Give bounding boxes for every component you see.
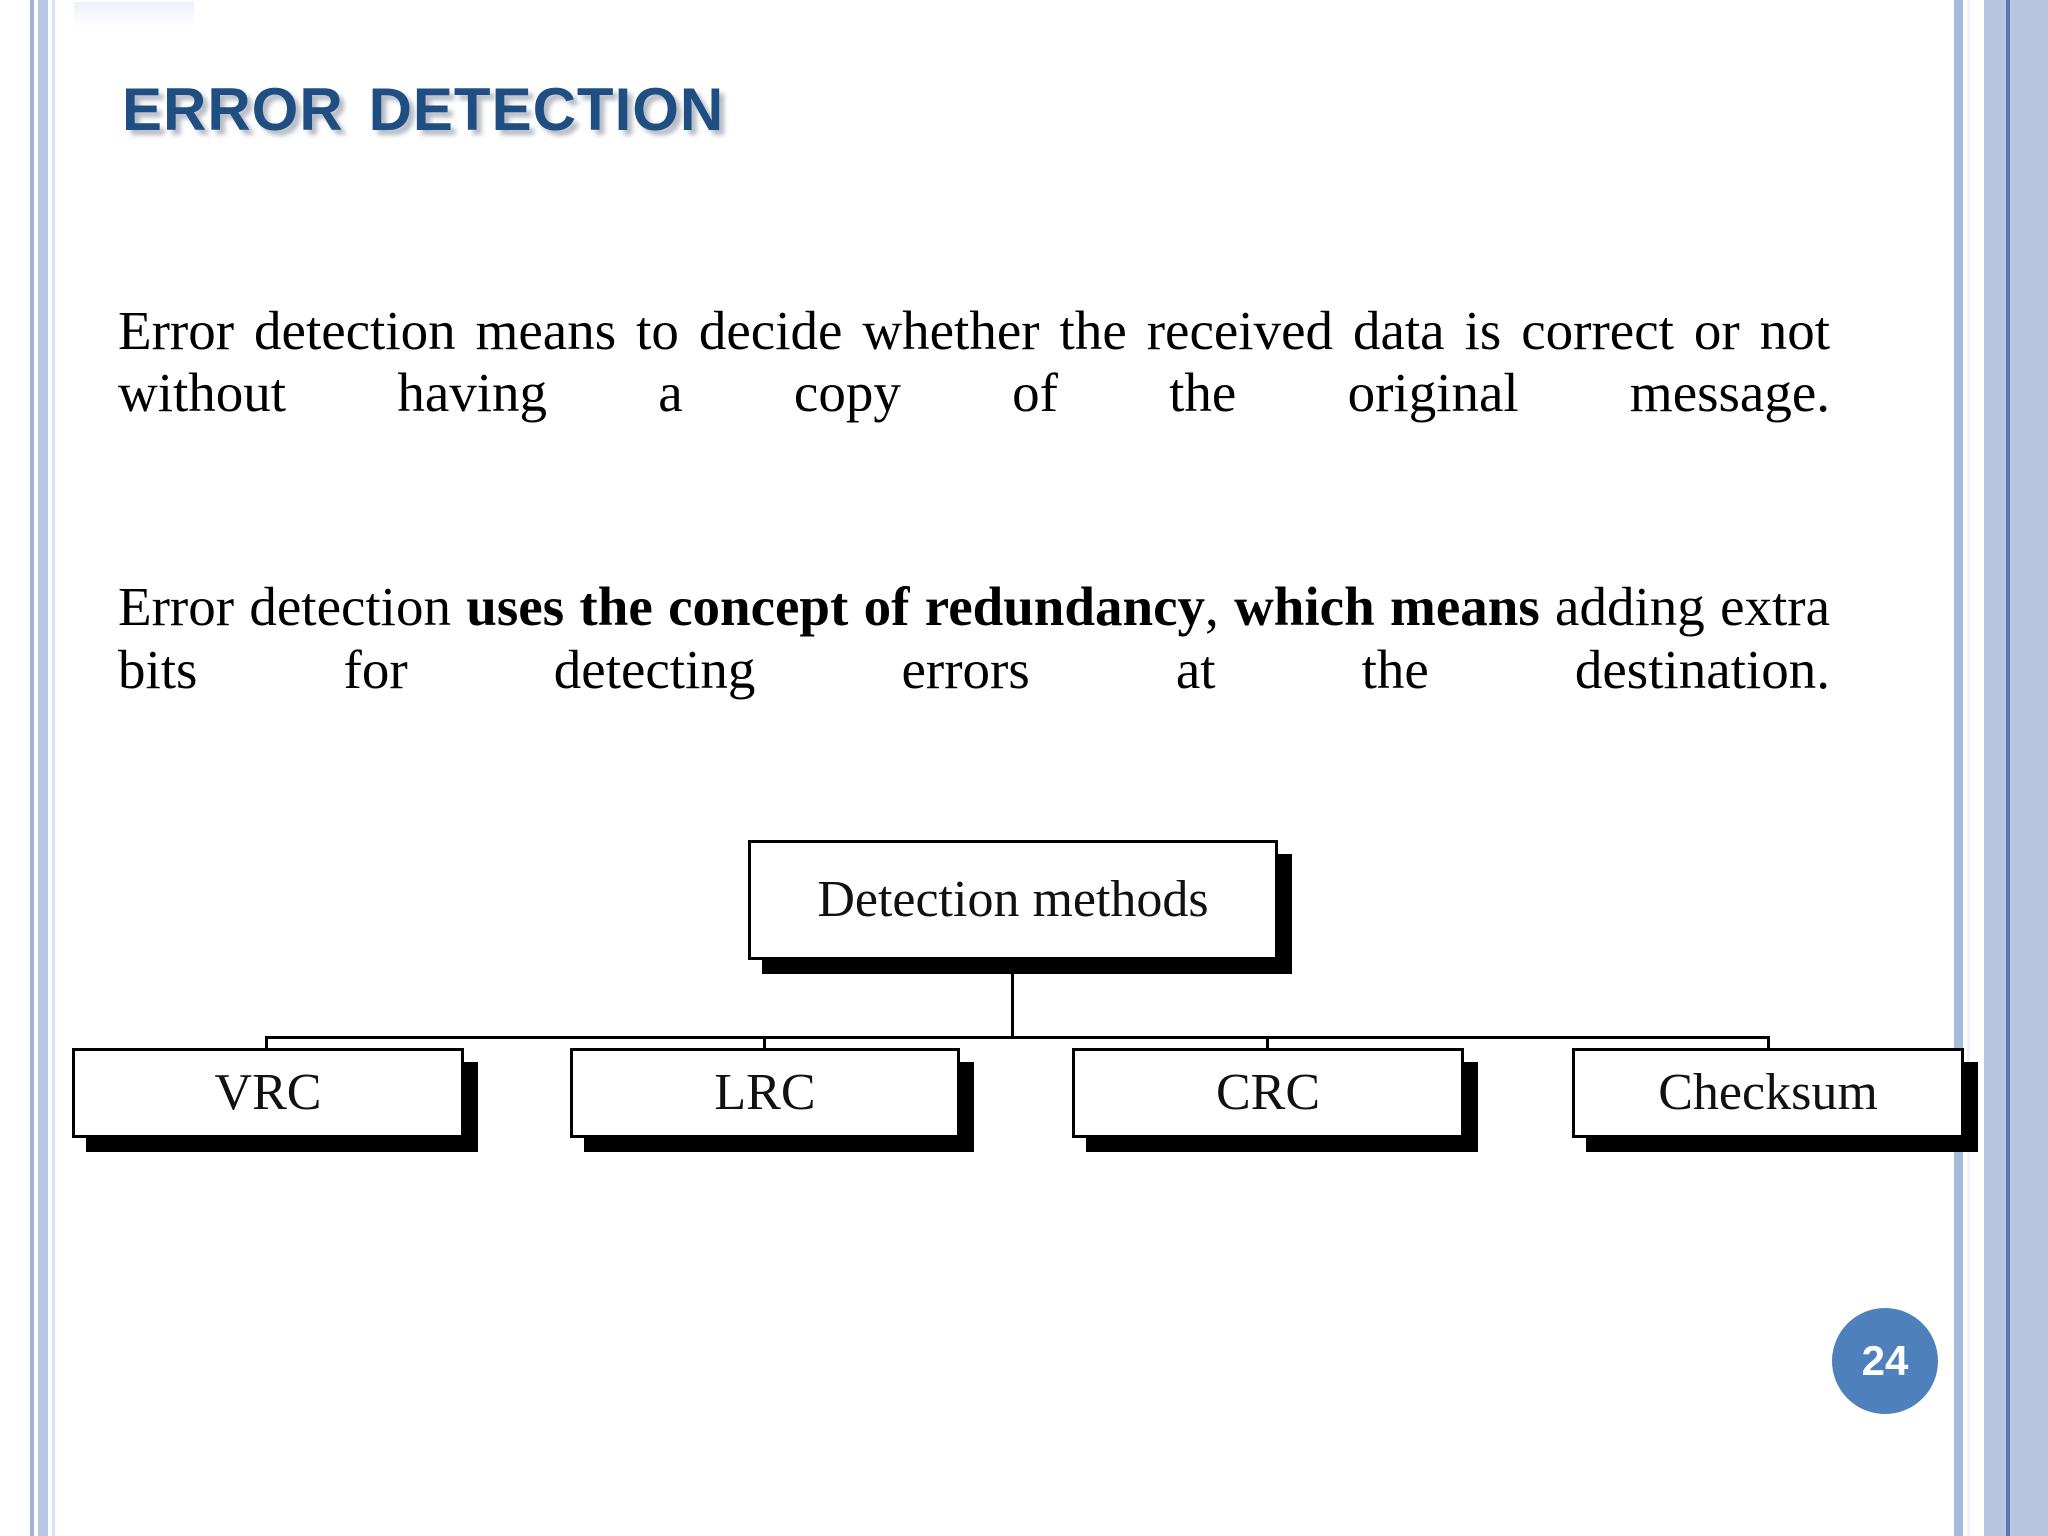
diagram-node-crc: CRC — [1072, 1048, 1464, 1138]
diagram-node-checksum-label: Checksum — [1658, 1064, 1878, 1121]
paragraph-2-tail: adding extra bits for detecting errors a… — [118, 576, 1830, 700]
left-border-line-2 — [38, 0, 48, 1536]
diagram-node-root: Detection methods — [748, 840, 1278, 960]
slide-title: Error Detection — [122, 53, 725, 149]
top-left-corner-accent — [74, 2, 194, 28]
diagram-node-lrc-label: LRC — [714, 1064, 816, 1121]
page-number-label: 24 — [1861, 1337, 1909, 1384]
right-border-line-2 — [1967, 0, 1970, 1536]
right-decorative-border — [1930, 0, 2048, 1536]
right-border-line-3 — [2006, 0, 2010, 1536]
left-border-line-3 — [52, 0, 55, 1536]
diagram-node-root-label: Detection methods — [817, 871, 1209, 928]
connector-horizontal-bus — [265, 1036, 1770, 1039]
left-decorative-border — [0, 0, 70, 1536]
right-border-line-1 — [1954, 0, 1963, 1536]
body-paragraph-2: Error detection uses the concept of redu… — [118, 576, 1830, 762]
diagram-node-checksum: Checksum — [1572, 1048, 1964, 1138]
diagram-node-vrc: VRC — [72, 1048, 464, 1138]
slide-body: Error detection means to decide whether … — [118, 300, 1830, 763]
page-number-badge: 24 — [1832, 1308, 1938, 1414]
connector-root-stem — [1011, 960, 1014, 1038]
body-paragraph-1: Error detection means to decide whether … — [118, 300, 1830, 424]
paragraph-2-bold-2: which means — [1234, 576, 1540, 638]
left-border-line-1 — [30, 0, 34, 1536]
paragraph-2-lead: Error detection — [118, 576, 467, 638]
diagram-node-crc-label: CRC — [1215, 1064, 1321, 1121]
paragraph-2-bold-1: uses the concept of redundancy — [466, 576, 1205, 638]
paragraph-2-middle: , — [1204, 576, 1235, 638]
detection-methods-diagram: Detection methods VRC LRC CRC Checksum — [0, 820, 2048, 1240]
diagram-node-lrc: LRC — [570, 1048, 960, 1138]
right-border-band — [1984, 0, 2048, 1536]
diagram-node-vrc-label: VRC — [214, 1064, 322, 1121]
